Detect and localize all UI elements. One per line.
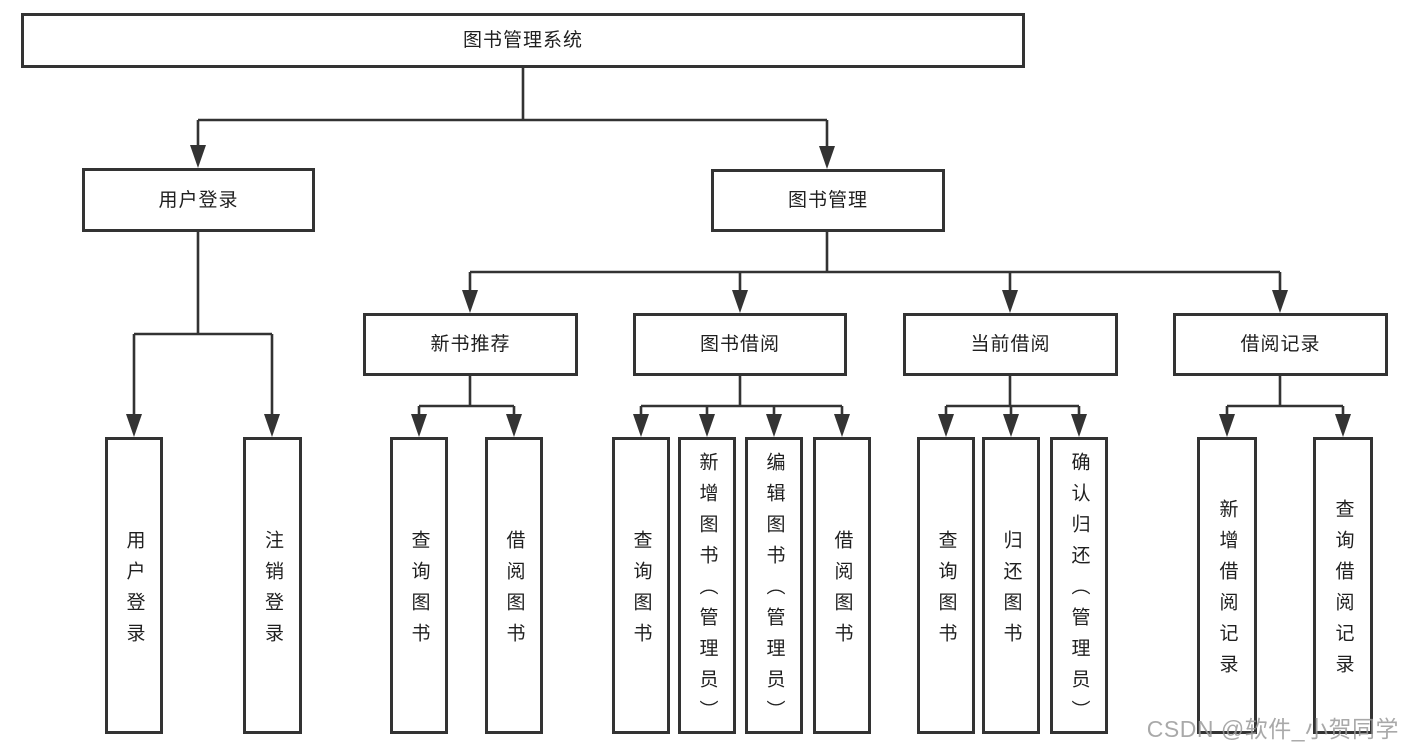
- leaf-borrow-books: 借阅图书: [485, 437, 543, 734]
- edge-book-borrow-children: [639, 376, 844, 432]
- leaf-borrow-books: 借阅图书: [813, 437, 871, 734]
- node-label: 新书推荐: [430, 334, 511, 355]
- arrow-down-icon: [1219, 414, 1235, 437]
- node-label: 用户登录: [158, 189, 239, 211]
- leaf-add-borrow-record: 新增借阅记录: [1197, 437, 1257, 734]
- arrow-down-icon: [819, 146, 835, 169]
- leaf-query-books: 查询图书: [390, 437, 448, 734]
- node-label: 编辑图书（管理员）: [763, 452, 785, 731]
- edge-root-to-level2: [196, 68, 829, 164]
- arrow-down-icon: [938, 414, 954, 437]
- leaf-return-books: 归还图书: [982, 437, 1040, 734]
- node-label: 当前借阅: [970, 334, 1051, 355]
- node-user-login: 用户登录: [82, 168, 315, 232]
- arrow-down-icon: [264, 414, 280, 437]
- leaf-user-login: 用户登录: [105, 437, 163, 734]
- node-label: 查询借阅记录: [1332, 498, 1354, 685]
- node-label: 借阅记录: [1240, 334, 1321, 355]
- arrow-down-icon: [126, 414, 142, 437]
- arrow-down-icon: [1002, 290, 1018, 313]
- node-label: 借阅图书: [831, 529, 853, 654]
- node-label: 确认归还（管理员）: [1068, 452, 1090, 731]
- node-label: 查询图书: [408, 529, 430, 654]
- node-label: 用户登录: [123, 529, 145, 654]
- leaf-query-books: 查询图书: [917, 437, 975, 734]
- arrow-down-icon: [1335, 414, 1351, 437]
- node-label: 新增借阅记录: [1216, 498, 1238, 685]
- edge-borrow-record-children: [1225, 376, 1345, 432]
- arrow-down-icon: [834, 414, 850, 437]
- leaf-query-books: 查询图书: [612, 437, 670, 734]
- node-borrowing-records: 借阅记录: [1173, 313, 1388, 376]
- node-new-book-recommendation: 新书推荐: [363, 313, 578, 376]
- leaf-logout: 注销登录: [243, 437, 302, 734]
- node-book-borrowing: 图书借阅: [633, 313, 847, 376]
- node-label: 查询图书: [630, 529, 652, 654]
- node-label: 图书管理系统: [462, 30, 583, 51]
- arrow-down-icon: [1003, 414, 1019, 437]
- leaf-edit-books-admin: 编辑图书（管理员）: [745, 437, 803, 734]
- arrow-down-icon: [411, 414, 427, 437]
- arrow-down-icon: [633, 414, 649, 437]
- node-label: 借阅图书: [503, 529, 525, 654]
- arrowheads: [126, 145, 1351, 437]
- csdn-watermark: CSDN @软件_小贺同学: [1146, 716, 1399, 742]
- arrow-down-icon: [462, 290, 478, 313]
- arrow-down-icon: [1272, 290, 1288, 313]
- arrow-down-icon: [766, 414, 782, 437]
- edge-user-login-children: [132, 232, 274, 432]
- node-label: 图书借阅: [699, 334, 780, 355]
- node-label: 图书管理: [787, 190, 868, 211]
- node-label: 归还图书: [1000, 529, 1022, 654]
- arrow-down-icon: [1071, 414, 1087, 437]
- node-book-management: 图书管理: [711, 169, 945, 232]
- leaf-add-books-admin: 新增图书（管理员）: [678, 437, 736, 734]
- node-label: 查询图书: [935, 529, 957, 654]
- edge-new-book-rec-children: [417, 376, 516, 432]
- node-label: 注销登录: [262, 529, 283, 654]
- node-current-borrowing: 当前借阅: [903, 313, 1118, 376]
- arrow-down-icon: [506, 414, 522, 437]
- leaf-query-borrow-record: 查询借阅记录: [1313, 437, 1373, 734]
- arrow-down-icon: [732, 290, 748, 313]
- node-root-system: 图书管理系统: [21, 13, 1025, 68]
- arrow-down-icon: [699, 414, 715, 437]
- leaf-confirm-return-admin: 确认归还（管理员）: [1050, 437, 1108, 734]
- arrow-down-icon: [190, 145, 206, 168]
- node-label: 新增图书（管理员）: [696, 452, 718, 731]
- edge-book-mgmt-children: [468, 232, 1282, 308]
